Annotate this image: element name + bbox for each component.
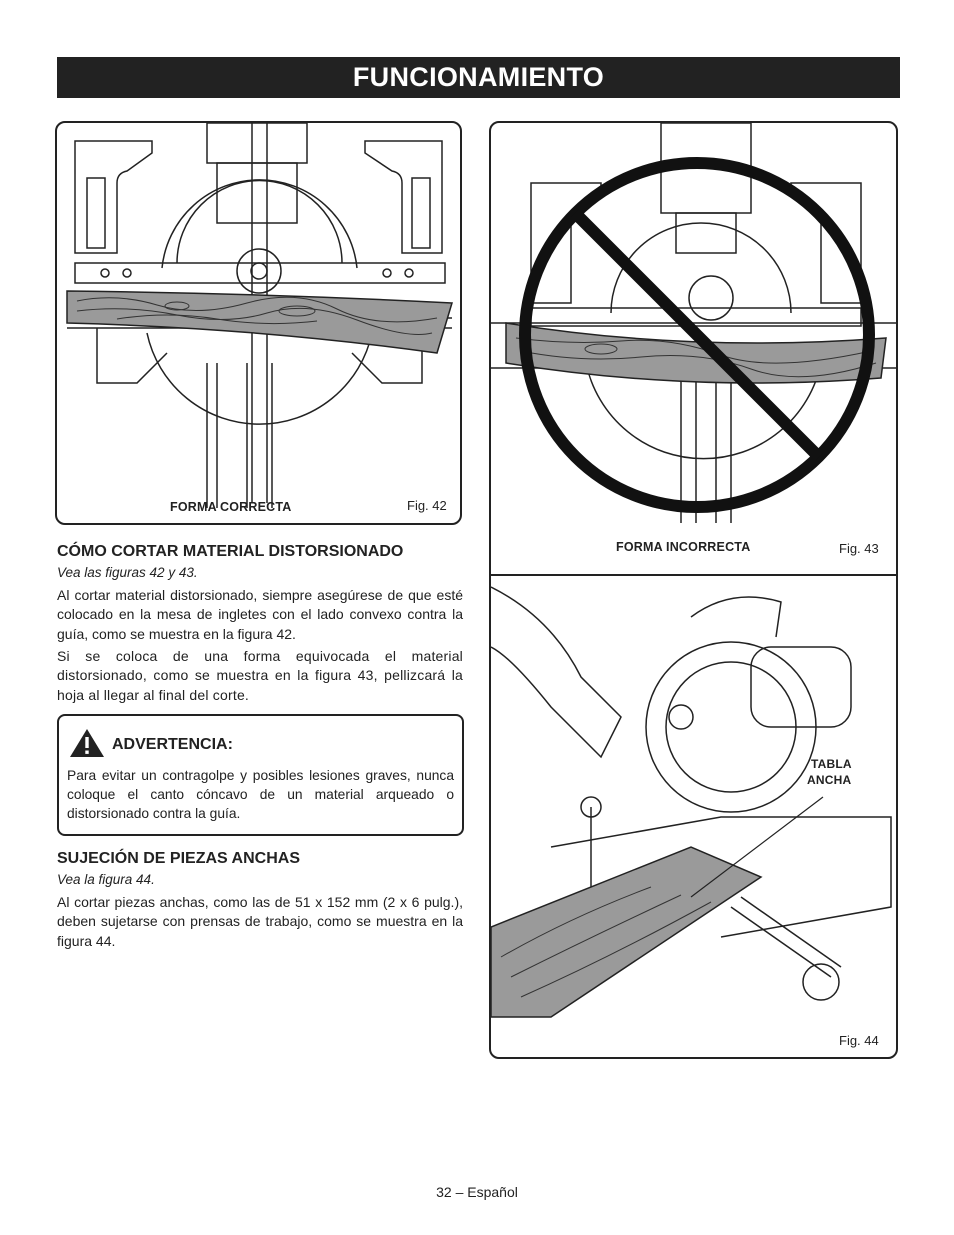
figure-43-caption: FORMA INCORRECTA — [616, 540, 751, 554]
paragraph-warped-2: Si se coloca de una forma equivocada el … — [57, 648, 463, 703]
miter-saw-correct-illustration — [66, 123, 453, 508]
page-number: 32 – Español — [436, 1184, 518, 1200]
figure-44-number: Fig. 44 — [839, 1033, 879, 1048]
warning-text: Para evitar un contragolpe y posibles le… — [67, 768, 454, 821]
section-subheading-wide-pieces: Vea la figura 44. — [57, 872, 155, 887]
figure-44-label-line2: ANCHA — [807, 773, 852, 787]
prohibition-icon — [519, 157, 875, 513]
figure-43-number: Fig. 43 — [839, 541, 879, 556]
figure-43-44-panel: FORMA INCORRECTA Fig. 43 — [489, 121, 898, 1059]
figure-44-label-line1: TABLA — [811, 757, 852, 771]
paragraph-warped-1: Al cortar material distorsionado, siempr… — [57, 587, 463, 642]
section-heading-wide-pieces: SUJECIÓN DE PIEZAS ANCHAS — [57, 850, 300, 867]
page-title: FUNCIONAMIENTO — [57, 57, 900, 98]
figure-42-number: Fig. 42 — [407, 498, 447, 513]
figure-42-caption: FORMA CORRECTA — [170, 500, 292, 514]
figure-42: FORMA CORRECTA Fig. 42 — [55, 121, 462, 525]
warning-triangle-icon — [70, 729, 104, 757]
figure-divider — [491, 574, 896, 576]
section-subheading-warped-material: Vea las figuras 42 y 43. — [57, 565, 198, 580]
paragraph-wide-1: Al cortar piezas anchas, como las de 51 … — [57, 894, 463, 949]
warning-box: ADVERTENCIA: Para evitar un contragolpe … — [57, 714, 464, 836]
section-heading-warped-material: CÓMO CORTAR MATERIAL DISTORSIONADO — [57, 543, 404, 560]
miter-saw-incorrect-illustration — [491, 123, 896, 523]
miter-saw-clamp-illustration — [491, 586, 892, 1018]
warning-heading: ADVERTENCIA: — [112, 736, 233, 753]
